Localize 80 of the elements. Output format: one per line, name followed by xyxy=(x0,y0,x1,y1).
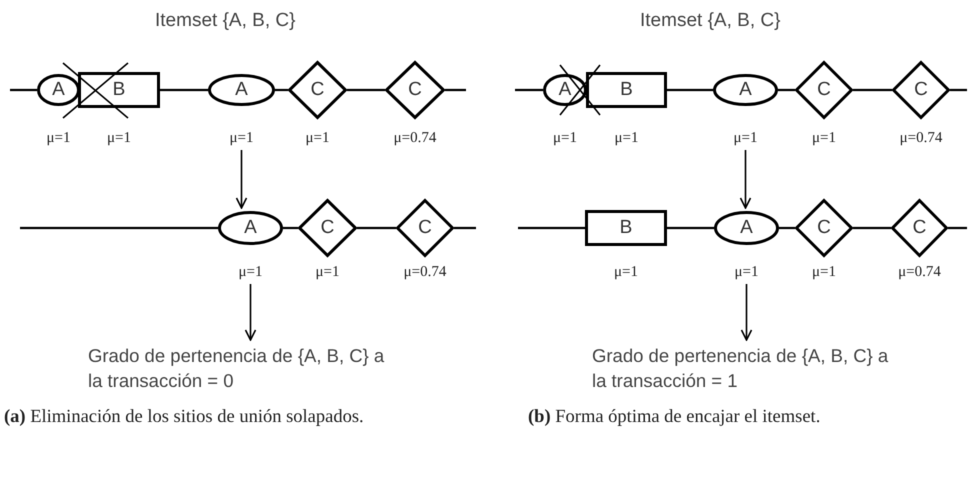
site-letter: B xyxy=(112,80,126,100)
site-letter: C xyxy=(912,218,926,238)
membership-degree-label: μ=1 xyxy=(553,130,577,146)
site-letter: B xyxy=(620,80,633,100)
site-letter: C xyxy=(320,218,334,238)
site-letter: C xyxy=(310,80,324,100)
sequence-line xyxy=(454,226,476,230)
ellipse-binding-site xyxy=(543,74,587,148)
diamond-binding-site xyxy=(288,61,347,148)
site-letter: A xyxy=(235,80,248,100)
figure-caption: (b) Forma óptima de encajar el itemset. xyxy=(528,406,822,428)
sequence-line xyxy=(10,88,37,92)
membership-degree-label: μ=0.74 xyxy=(900,130,942,146)
sequence-line xyxy=(950,88,967,92)
arrow xyxy=(244,284,256,341)
sequence-line xyxy=(853,226,891,230)
rectangle-binding-site xyxy=(586,72,667,148)
site-letter: C xyxy=(408,80,422,100)
membership-degree-label: μ=1 xyxy=(316,264,340,280)
membership-degree-label: μ=1 xyxy=(306,130,330,146)
diamond-binding-site xyxy=(892,61,950,148)
sequence-line xyxy=(357,226,396,230)
ellipse-binding-site xyxy=(208,74,275,148)
site-letter: A xyxy=(52,80,65,100)
sequence-line xyxy=(667,88,713,92)
diamond-binding-site xyxy=(396,199,454,282)
site-letter: C xyxy=(914,80,928,100)
panel-title: Itemset {A, B, C} xyxy=(155,10,296,32)
membership-degree-label: μ=0.74 xyxy=(404,264,446,280)
membership-degree-label: μ=0.74 xyxy=(394,130,436,146)
site-letter: B xyxy=(620,218,632,238)
sequence-line xyxy=(779,226,795,230)
membership-degree-label: μ=1 xyxy=(46,130,70,146)
arrow xyxy=(236,150,248,209)
sequence-line xyxy=(20,226,218,230)
diamond-binding-site xyxy=(795,61,853,148)
membership-degree-label: μ=1 xyxy=(107,130,131,146)
sequence-line xyxy=(515,88,543,92)
site-letter: A xyxy=(740,218,753,238)
ellipse-binding-site xyxy=(713,74,778,148)
membership-degree-label: μ=1 xyxy=(812,264,836,280)
sequence-line xyxy=(948,226,967,230)
diamond-binding-site xyxy=(891,199,948,282)
sequence-line xyxy=(445,88,466,92)
rectangle-binding-site xyxy=(585,210,667,282)
sequence-line xyxy=(518,226,585,230)
sequence-line xyxy=(347,88,385,92)
rectangle-binding-site xyxy=(78,72,160,148)
sequence-line xyxy=(160,88,208,92)
panel-title: Itemset {A, B, C} xyxy=(640,10,780,32)
membership-degree-label: μ=1 xyxy=(734,130,758,146)
site-letter: A xyxy=(739,80,752,100)
membership-degree-label: μ=1 xyxy=(614,130,638,146)
sequence-line xyxy=(778,88,795,92)
sequence-line xyxy=(853,88,892,92)
site-letter: C xyxy=(418,218,432,238)
site-letter: C xyxy=(817,80,831,100)
arrow xyxy=(740,284,752,341)
sequence-line xyxy=(275,88,288,92)
figure-caption: (a) Eliminación de los sitios de unión solapados. xyxy=(4,406,365,428)
membership-degree-label: μ=1 xyxy=(734,264,758,280)
sequence-line xyxy=(667,226,714,230)
sequence-line xyxy=(283,226,298,230)
arrow xyxy=(740,150,752,209)
site-letter: C xyxy=(817,218,831,238)
diamond-binding-site xyxy=(795,199,853,282)
result-text: Grado de pertenencia de {A, B, C} a la transacción = 1 xyxy=(592,343,892,393)
membership-degree-label: μ=0.74 xyxy=(898,264,941,280)
diamond-binding-site xyxy=(385,61,445,148)
membership-degree-label: μ=1 xyxy=(230,130,254,146)
diamond-binding-site xyxy=(298,199,357,282)
membership-degree-label: μ=1 xyxy=(238,264,262,280)
site-letter: A xyxy=(558,80,572,100)
ellipse-binding-site xyxy=(37,74,80,148)
ellipse-binding-site xyxy=(714,211,779,282)
membership-degree-label: μ=1 xyxy=(614,264,638,280)
site-letter: A xyxy=(244,218,257,238)
ellipse-binding-site xyxy=(218,211,283,282)
result-text: Grado de pertenencia de {A, B, C} a la transacción = 0 xyxy=(88,343,388,393)
membership-degree-label: μ=1 xyxy=(812,130,836,146)
